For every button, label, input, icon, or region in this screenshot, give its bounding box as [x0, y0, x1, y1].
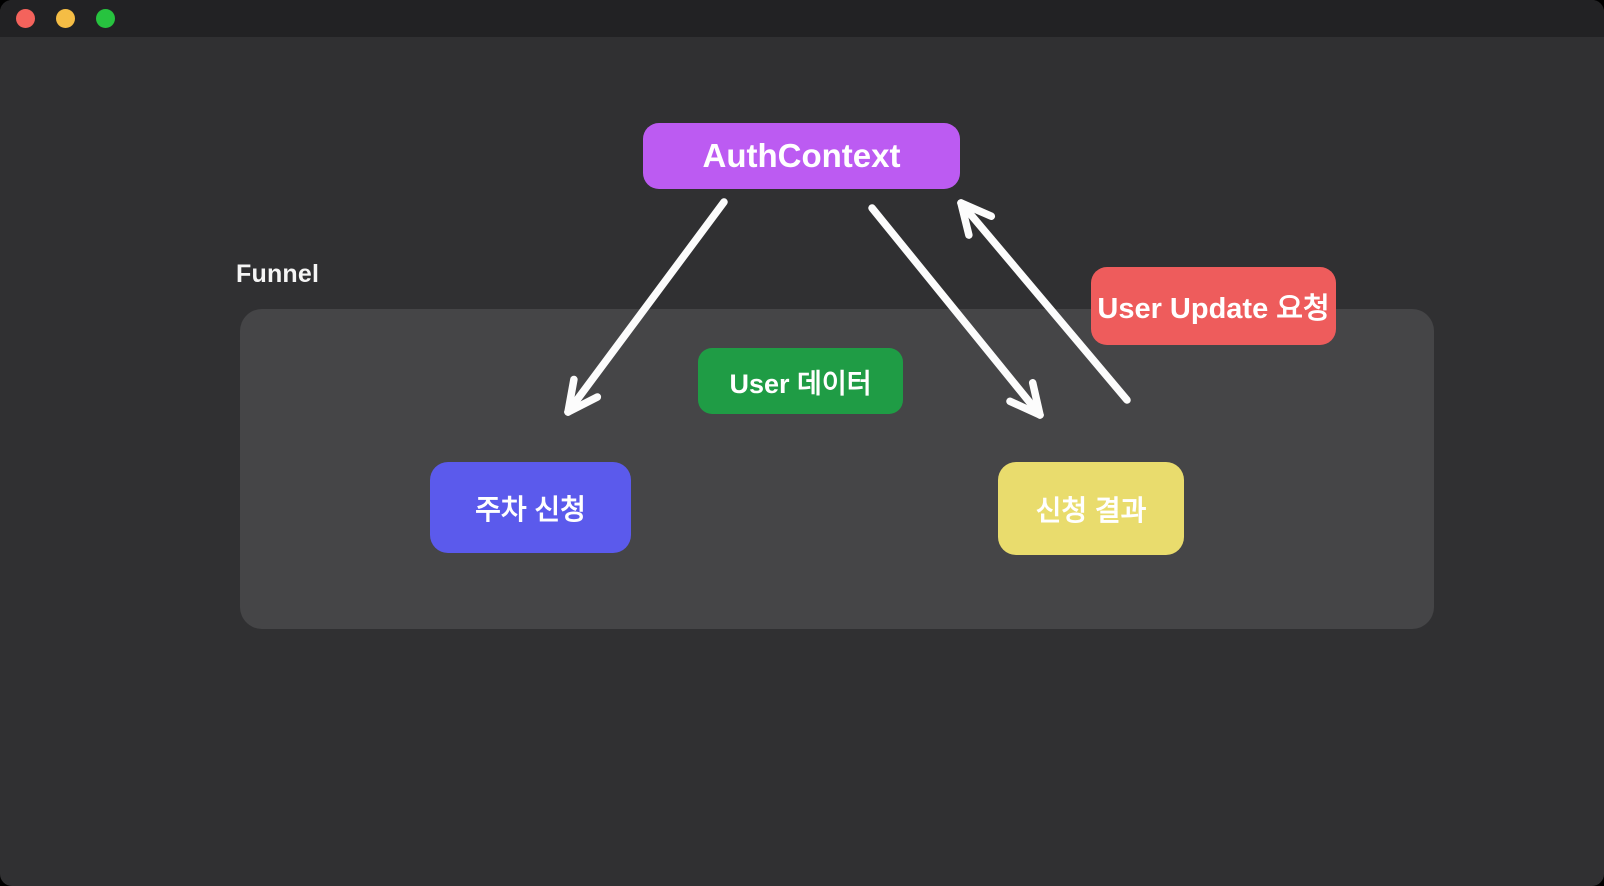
- node-label: 주차 신청: [475, 493, 586, 525]
- traffic-light-close[interactable]: [16, 9, 35, 28]
- node-label: AuthContext: [702, 137, 901, 174]
- funnel-group-label: Funnel: [236, 260, 320, 288]
- node-request-result[interactable]: 신청 결과: [998, 462, 1184, 555]
- node-user-data[interactable]: User 데이터: [698, 348, 903, 414]
- titlebar: [0, 0, 1604, 37]
- traffic-light-minimize[interactable]: [56, 9, 75, 28]
- node-parking-request[interactable]: 주차 신청: [430, 462, 631, 553]
- node-user-update-request[interactable]: User Update 요청: [1091, 267, 1336, 345]
- node-auth-context[interactable]: AuthContext: [643, 123, 960, 189]
- traffic-lights: [16, 9, 115, 28]
- node-label: 신청 결과: [1035, 494, 1147, 526]
- node-label: User Update 요청: [1097, 293, 1330, 325]
- traffic-light-zoom[interactable]: [96, 9, 115, 28]
- node-label: User 데이터: [729, 368, 872, 399]
